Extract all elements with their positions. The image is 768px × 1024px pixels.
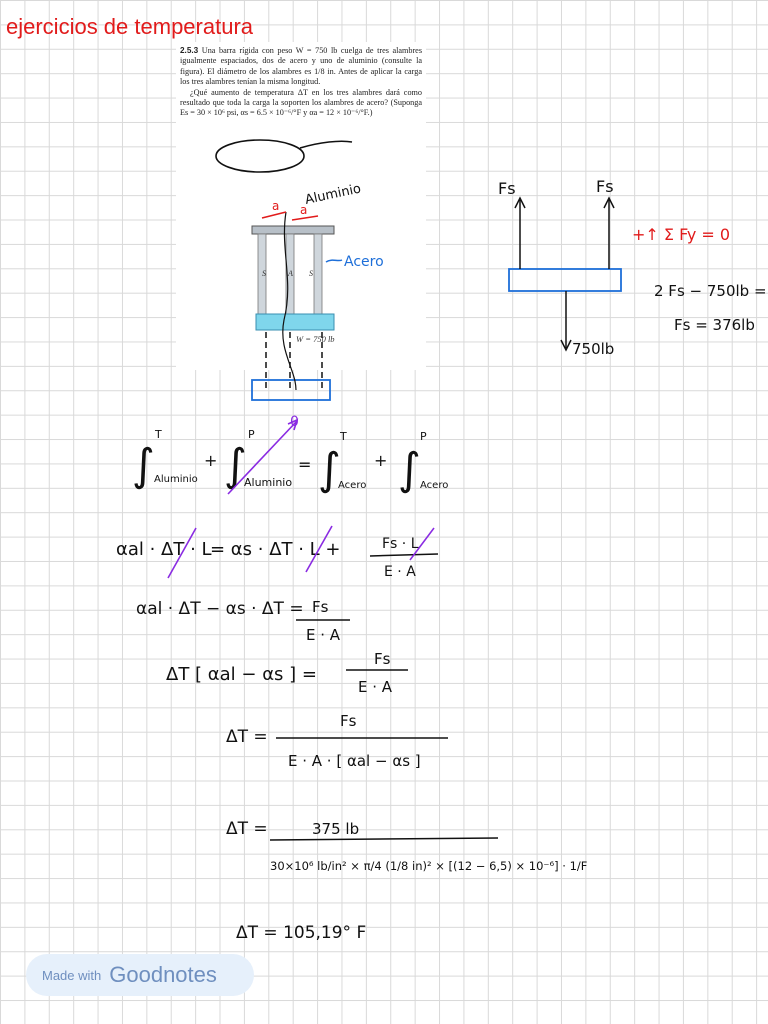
line2-den: E · A (384, 564, 416, 580)
integral-2-sup: P (248, 428, 255, 441)
scribble-line (282, 211, 297, 391)
line5-left: ΔT = (226, 727, 268, 747)
integral-2: ∫ (224, 440, 247, 491)
badge-brand: Goodnotes (109, 962, 217, 987)
problem-number: 2.5.3 (180, 46, 199, 55)
fbd-weight-label: 750lb (572, 340, 614, 358)
alpha-circle (215, 139, 305, 173)
line4-den: E · A (358, 678, 393, 696)
strike-purple-head (287, 418, 299, 431)
fbd-arrowhead-weight (560, 339, 572, 352)
zero-label: 0 (290, 414, 299, 430)
line2-mid: = αs · ΔT · L + (210, 539, 341, 560)
strike-l-3 (409, 527, 435, 561)
fbd-eq2: Fs = 376lb (674, 316, 755, 334)
label-acero: Acero (344, 254, 384, 270)
integral-3-sub: Acero (338, 480, 366, 491)
steel-wire-right (313, 233, 323, 315)
line3-den: E · A (306, 626, 341, 644)
line6-den: 30×10⁶ lb/in² × π/4 (1/8 in)² × [(12 − 6… (270, 859, 587, 873)
displaced-bar (251, 379, 331, 401)
label-aluminio: Aluminio (304, 181, 363, 207)
line5-num: Fs (340, 712, 357, 730)
dim-line-left (261, 211, 287, 219)
integral-4-sub: Acero (420, 480, 448, 491)
line6-num: 375 lb (312, 820, 359, 838)
line5-den: E · A · [ αal − αs ] (288, 752, 421, 770)
fbd-eq1: 2 Fs − 750lb = 0 (654, 282, 768, 300)
acero-pointer (325, 259, 343, 263)
weight-label: W = 750 lb (296, 334, 335, 344)
badge-made-with: Made with (42, 967, 102, 983)
plus-2: + (374, 451, 387, 470)
fbd-arrowhead-right (603, 196, 615, 209)
fbd-equilibrium: +↑ Σ Fy = 0 (632, 225, 730, 244)
line2-left: αal · ΔT · L (116, 539, 212, 560)
line4-num: Fs (374, 650, 391, 668)
strike-purple (227, 421, 297, 495)
fbd-arrowhead-left (514, 196, 526, 209)
result: ΔT = 105,19° F (236, 923, 366, 943)
line2-num: Fs · L (382, 536, 419, 552)
problem-paragraph-1: Una barra rígida con peso W = 750 lb cue… (180, 46, 423, 87)
dim-label-a-left: a (272, 199, 279, 213)
plus-1: + (204, 451, 217, 470)
fbd-force-left: Fs (498, 179, 516, 198)
equals-1: = (298, 455, 311, 474)
integral-4-sup: P (420, 430, 427, 443)
strike-l-2 (305, 525, 333, 573)
wire-label-s-left: S (262, 269, 266, 278)
line3-left: αal · ΔT − αs · ΔT = (136, 599, 304, 619)
integral-2-sub: Aluminio (244, 476, 292, 489)
line3-num: Fs (312, 598, 329, 616)
wire-label-s-right: S (309, 269, 313, 278)
line2-fraction-bar (369, 553, 439, 557)
dim-label-a-right: a (300, 203, 307, 217)
line4-left: ΔT [ αal − αs ] = (166, 664, 317, 685)
underline-es (299, 140, 353, 149)
dim-line-right (291, 215, 319, 221)
integral-4: ∫ (398, 444, 421, 495)
goodnotes-badge: Made with Goodnotes (26, 954, 254, 996)
integral-1: ∫ (132, 440, 155, 491)
fbd-force-right: Fs (596, 177, 614, 196)
integral-3-sup: T (339, 430, 347, 443)
wire-label-a: A (287, 269, 293, 278)
line6-left: ΔT = (226, 819, 268, 839)
strike-l-1 (167, 527, 197, 579)
page-title: ejercicios de temperatura (6, 14, 254, 39)
rigid-bar (255, 313, 335, 331)
problem-text: 2.5.3 Una barra rígida con peso W = 750 … (180, 46, 422, 119)
integral-1-sup: T (154, 428, 162, 441)
integral-3: ∫ (318, 444, 341, 495)
line6-fraction-bar (269, 837, 499, 841)
integral-1-sub: Aluminio (154, 474, 198, 485)
problem-paragraph-2: ¿Qué aumento de temperatura ΔT en los tr… (180, 87, 422, 118)
fbd-bar (508, 268, 622, 292)
ceiling-support (251, 225, 335, 235)
